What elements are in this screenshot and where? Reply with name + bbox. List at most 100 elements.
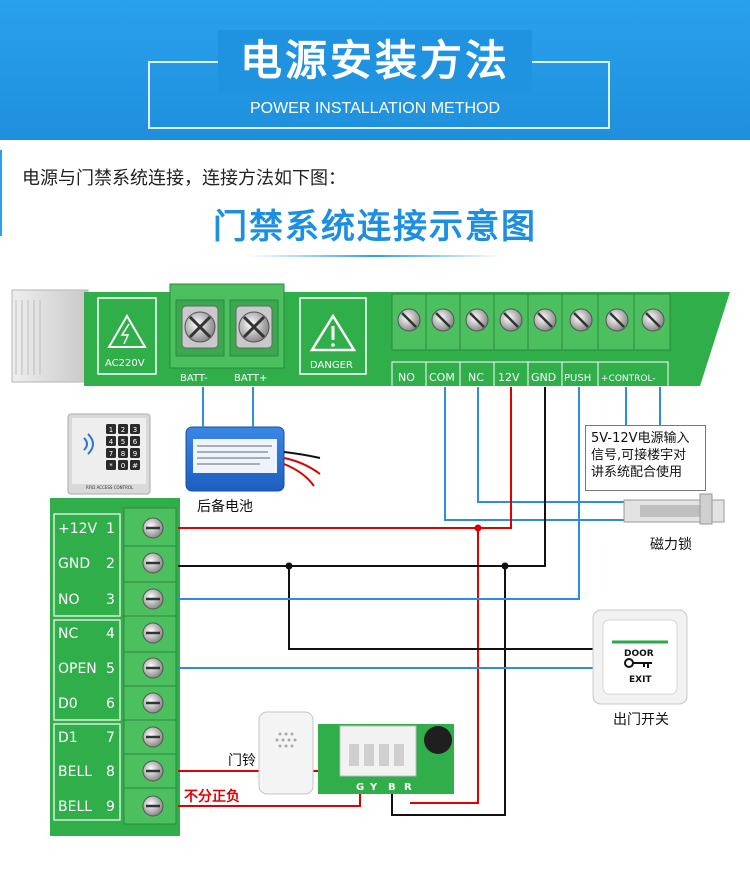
danger-warning [299, 297, 367, 375]
keypad-key [118, 448, 128, 458]
wire-gnd-exit [288, 566, 593, 650]
controller-pin-name: NO [58, 592, 80, 608]
controller-pin-name: GND [58, 556, 90, 572]
controller-board [50, 498, 180, 836]
keypad-key-label: 2 [121, 426, 125, 434]
controller-pin-name: D0 [58, 696, 78, 712]
keypad-key [118, 460, 128, 470]
keypad-key-label: 3 [133, 426, 137, 434]
backup-battery [185, 426, 321, 492]
control-note-line-3: 讲系统配合使用 [591, 465, 683, 480]
term-push: PUSH [564, 373, 591, 384]
header-title-box [218, 30, 532, 92]
accent-line [0, 150, 2, 236]
doorbell-label: 门铃 [228, 753, 256, 769]
controller-pin-name: D1 [58, 730, 78, 746]
bell-pin-g: G [356, 782, 364, 793]
keypad-key-label: 9 [133, 450, 137, 458]
control-note-line-1: 5V-12V电源输入 [591, 431, 690, 446]
keypad-key-label: 6 [133, 438, 138, 446]
polarity-note: 不分正负 [184, 789, 240, 805]
keypad-key [106, 436, 116, 446]
bell-module [318, 724, 454, 794]
danger-label: DANGER [310, 360, 353, 371]
keypad-key [118, 436, 128, 446]
ac-label: AC220V [105, 358, 145, 369]
controller-pin-number: 5 [106, 661, 115, 677]
control-note: 5V-12V电源输入 信号,可接楼宇对 讲系统配合使用 [585, 425, 706, 491]
bell-pin-b: B [388, 782, 396, 793]
keypad-key-label: 4 [109, 438, 114, 446]
controller-pin-number: 9 [106, 799, 115, 815]
controller-pin-name: NC [58, 626, 78, 642]
keypad-key [106, 460, 116, 470]
keypad-key [106, 448, 116, 458]
term-nc: NC [468, 371, 484, 384]
keypad-key-label: # [132, 462, 138, 470]
keypad-key-label: 7 [109, 450, 113, 458]
battery-label: 后备电池 [197, 499, 253, 515]
term-12v: 12V [498, 371, 520, 384]
term-gnd: GND [531, 371, 556, 384]
intro-text: 电源与门禁系统连接，连接方法如下图： [22, 168, 346, 189]
diagram-title: 门禁系统连接示意图 [213, 207, 537, 247]
controller-pin-number: 6 [106, 696, 115, 712]
controller-pin-number: 1 [106, 521, 115, 537]
exit-door-text: DOOR [624, 649, 654, 659]
wires [178, 387, 661, 816]
wire-gnd-bell [391, 566, 506, 816]
controller-pin-number: 8 [106, 764, 115, 780]
keypad-key-label: 1 [109, 426, 113, 434]
keypad-key [130, 448, 140, 458]
term-no: NO [398, 371, 415, 384]
controller-pin-number: 2 [106, 556, 115, 572]
keypad-key-label: 0 [121, 462, 125, 470]
wire-12v-bell [410, 528, 479, 804]
title-underline [248, 255, 502, 257]
controller-pin-number: 4 [106, 626, 115, 642]
batt-plus-label: BATT+ [234, 373, 267, 384]
controller-pin-name: +12V [58, 521, 98, 537]
keypad-key-label: 8 [121, 450, 125, 458]
exit-button [592, 609, 688, 705]
exit-button-label: 出门开关 [613, 712, 669, 728]
term-control: +CONTROL- [601, 374, 656, 384]
keypad-key [106, 424, 116, 434]
keypad-key [130, 460, 140, 470]
wire-junctions [285, 524, 509, 570]
control-note-line-2: 信号,可接楼宇对 [591, 448, 687, 463]
doorbell [258, 711, 314, 795]
controller-pin-name: BELL [58, 764, 92, 780]
keypad-key-label: 5 [121, 438, 125, 446]
term-com: COM [429, 371, 455, 384]
wire-nc [477, 387, 625, 503]
ac-warning [97, 297, 157, 375]
controller-pin-name: BELL [58, 799, 92, 815]
keypad-caption: RFID ACCESS CONTROL [86, 485, 134, 490]
bell-pin-y: Y [369, 782, 378, 793]
psu-casing [11, 289, 89, 383]
magnetic-lock [623, 493, 725, 525]
magnetic-lock-label: 磁力锁 [650, 537, 692, 553]
controller-pin-number: 7 [106, 730, 115, 746]
controller-pin-number: 3 [106, 592, 115, 608]
page-subtitle: POWER INSTALLATION METHOD [249, 100, 501, 117]
page-title: 电源安装方法 [239, 36, 510, 85]
exit-exit-text: EXIT [629, 675, 652, 685]
keypad-key [118, 424, 128, 434]
output-terminal-block [391, 293, 671, 386]
wire-com [444, 387, 628, 521]
battery-terminal-block [169, 283, 285, 369]
keypad-key-label: * [109, 462, 113, 470]
wire-gnd [178, 387, 546, 567]
batt-minus-label: BATT- [180, 373, 208, 384]
wire-12v [178, 387, 512, 529]
keypad-key [130, 424, 140, 434]
wire-push [178, 387, 580, 600]
keypad-key [130, 436, 140, 446]
bell-pin-r: R [404, 782, 412, 793]
wire-bell-9 [178, 793, 361, 807]
controller-pin-name: OPEN [58, 661, 97, 677]
